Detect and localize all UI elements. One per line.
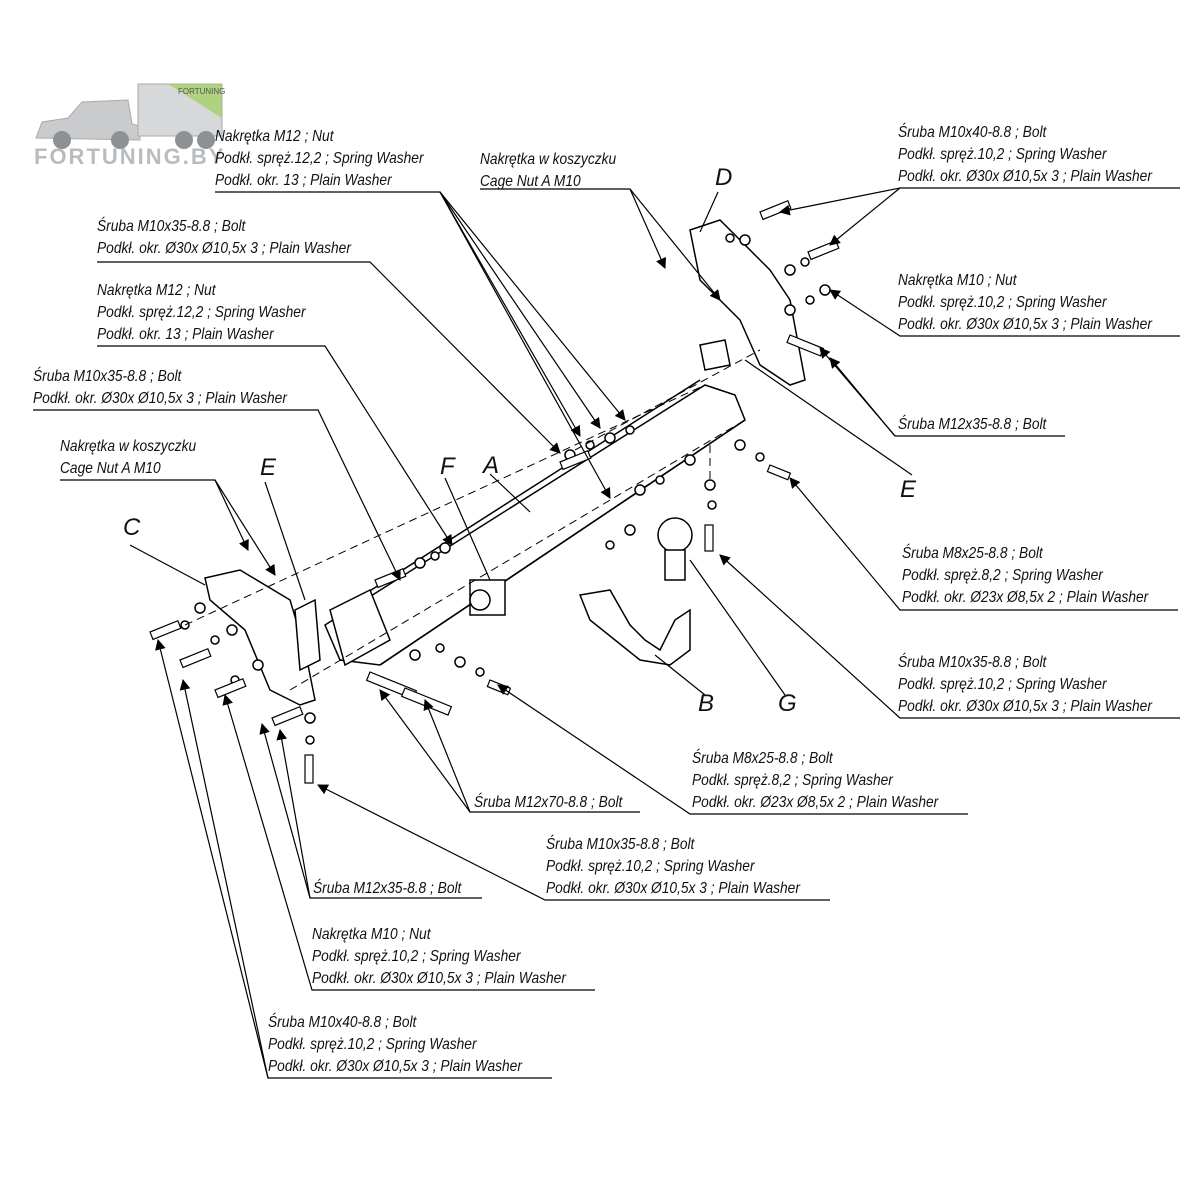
callout-line: Podkł. okr. 13 ; Plain Washer [97, 326, 274, 343]
callout-line: Podkł. okr. Ø30x Ø10,5x 3 ; Plain Washer [898, 316, 1152, 333]
part-letter-e-left: E [260, 454, 277, 481]
callout-line: Śruba M10x35-8.8 ; Bolt [898, 654, 1047, 671]
logo-text: FORTUNING.BY [34, 144, 226, 169]
bracket-c [204, 569, 316, 706]
callout-line: Śruba M10x40-8.8 ; Bolt [898, 124, 1047, 141]
callout-bolt-m8x25-center: Śruba M8x25-8.8 ; Bolt Podkł. spręż.8,2 … [692, 748, 938, 814]
callout-line: Podkł. spręż.10,2 ; Spring Washer [898, 294, 1107, 311]
callout-bolt-m10x35-center: Śruba M10x35-8.8 ; Bolt Podkł. spręż.10,… [546, 834, 800, 900]
callout-line: Podkł. okr. Ø30x Ø10,5x 3 ; Plain Washer [546, 880, 800, 897]
callout-cage-nut-left: Nakrętka w koszyczku Cage Nut A M10 [60, 436, 196, 480]
callout-line: Podkł. spręż.10,2 ; Spring Washer [268, 1036, 477, 1053]
callout-line: Podkł. spręż.10,2 ; Spring Washer [898, 676, 1107, 693]
callout-line: Podkł. okr. Ø30x Ø10,5x 3 ; Plain Washer [33, 390, 287, 407]
callout-line: Podkł. spręż.10,2 ; Spring Washer [312, 948, 521, 965]
callout-line: Śruba M8x25-8.8 ; Bolt [692, 750, 833, 767]
callout-line: Nakrętka w koszyczku [60, 438, 197, 455]
callout-bolt-m12x35-left: Śruba M12x35-8.8 ; Bolt [313, 878, 461, 900]
callout-line: Podkł. okr. Ø23x Ø8,5x 2 ; Plain Washer [692, 794, 939, 811]
callout-line: Śruba M10x40-8.8 ; Bolt [268, 1014, 417, 1031]
callout-line: Podkł. okr. 13 ; Plain Washer [215, 172, 392, 189]
callout-line: Podkł. spręż.12,2 ; Spring Washer [215, 150, 424, 167]
callout-cage-nut-top: Nakrętka w koszyczku Cage Nut A M10 [480, 149, 616, 193]
bracket-e-right [699, 339, 731, 371]
callout-line: Śruba M10x35-8.8 ; Bolt [546, 836, 695, 853]
callout-bolt-m10x35-left: Śruba M10x35-8.8 ; Bolt Podkł. okr. Ø30x… [33, 366, 287, 410]
callout-nut-m12-left: Nakrętka M12 ; Nut Podkł. spręż.12,2 ; S… [97, 280, 306, 346]
callout-line: Nakrętka M10 ; Nut [312, 926, 431, 943]
part-letter-g: G [778, 690, 797, 717]
part-letter-a: A [483, 452, 500, 479]
callout-line: Podkł. spręż.10,2 ; Spring Washer [546, 858, 755, 875]
callout-bolt-m10x40-right: Śruba M10x40-8.8 ; Bolt Podkł. spręż.10,… [898, 122, 1152, 188]
logo-truck-text: FORTUNING [178, 87, 225, 96]
tow-ball-g [657, 517, 693, 553]
callout-line: Śruba M10x35-8.8 ; Bolt [33, 368, 182, 385]
callout-line: Nakrętka M12 ; Nut [215, 128, 334, 145]
callout-line: Śruba M12x70-8.8 ; Bolt [474, 794, 623, 811]
callout-line: Cage Nut A M10 [60, 460, 161, 477]
callout-line: Podkł. okr. Ø30x Ø10,5x 3 ; Plain Washer [312, 970, 566, 987]
fortuning-logo: FORTUNING [28, 78, 228, 170]
callout-bolt-m10x35-upper-left: Śruba M10x35-8.8 ; Bolt Podkł. okr. Ø30x… [97, 216, 351, 260]
callout-line: Podkł. spręż.8,2 ; Spring Washer [692, 772, 893, 789]
part-letter-b: B [698, 690, 715, 717]
callout-line: Nakrętka w koszyczku [480, 151, 617, 168]
callout-line: Podkł. okr. Ø23x Ø8,5x 2 ; Plain Washer [902, 589, 1149, 606]
callout-line: Śruba M10x35-8.8 ; Bolt [97, 218, 246, 235]
callout-bolt-m10x40-left: Śruba M10x40-8.8 ; Bolt Podkł. spręż.10,… [268, 1012, 522, 1078]
callout-line: Cage Nut A M10 [480, 173, 581, 190]
callout-nut-m10-left: Nakrętka M10 ; Nut Podkł. spręż.10,2 ; S… [312, 924, 566, 990]
callout-line: Nakrętka M10 ; Nut [898, 272, 1017, 289]
part-letter-d: D [715, 164, 733, 191]
callout-line: Podkł. okr. Ø30x Ø10,5x 3 ; Plain Washer [97, 240, 351, 257]
callout-line: Nakrętka M12 ; Nut [97, 282, 216, 299]
callout-line: Śruba M12x35-8.8 ; Bolt [313, 880, 462, 897]
callout-bolt-m10x35-right: Śruba M10x35-8.8 ; Bolt Podkł. spręż.10,… [898, 652, 1152, 718]
part-letter-f: F [440, 453, 455, 480]
part-letter-c: C [123, 514, 141, 541]
callout-line: Śruba M12x35-8.8 ; Bolt [898, 416, 1047, 433]
callout-nut-m10-right: Nakrętka M10 ; Nut Podkł. spręż.10,2 ; S… [898, 270, 1152, 336]
callout-nut-m12-top: Nakrętka M12 ; Nut Podkł. spręż.12,2 ; S… [215, 126, 424, 192]
callout-bolt-m8x25-right: Śruba M8x25-8.8 ; Bolt Podkł. spręż.8,2 … [902, 543, 1148, 609]
callout-line: Podkł. okr. Ø30x Ø10,5x 3 ; Plain Washer [898, 168, 1152, 185]
truck-trailer-icon: FORTUNING [35, 83, 225, 149]
callout-line: Podkł. spręż.8,2 ; Spring Washer [902, 567, 1103, 584]
callout-line: Podkł. spręż.12,2 ; Spring Washer [97, 304, 306, 321]
callout-bolt-m12x35-right: Śruba M12x35-8.8 ; Bolt [898, 414, 1046, 436]
part-letter-e-right: E [900, 476, 917, 503]
callout-bolt-m12x70: Śruba M12x70-8.8 ; Bolt [474, 792, 622, 814]
callout-line: Podkł. spręż.10,2 ; Spring Washer [898, 146, 1107, 163]
callout-line: Śruba M8x25-8.8 ; Bolt [902, 545, 1043, 562]
callout-line: Podkł. okr. Ø30x Ø10,5x 3 ; Plain Washer [268, 1058, 522, 1075]
ball-mount-b [578, 589, 691, 666]
bracket-e-left [294, 598, 321, 672]
callout-line: Podkł. okr. Ø30x Ø10,5x 3 ; Plain Washer [898, 698, 1152, 715]
